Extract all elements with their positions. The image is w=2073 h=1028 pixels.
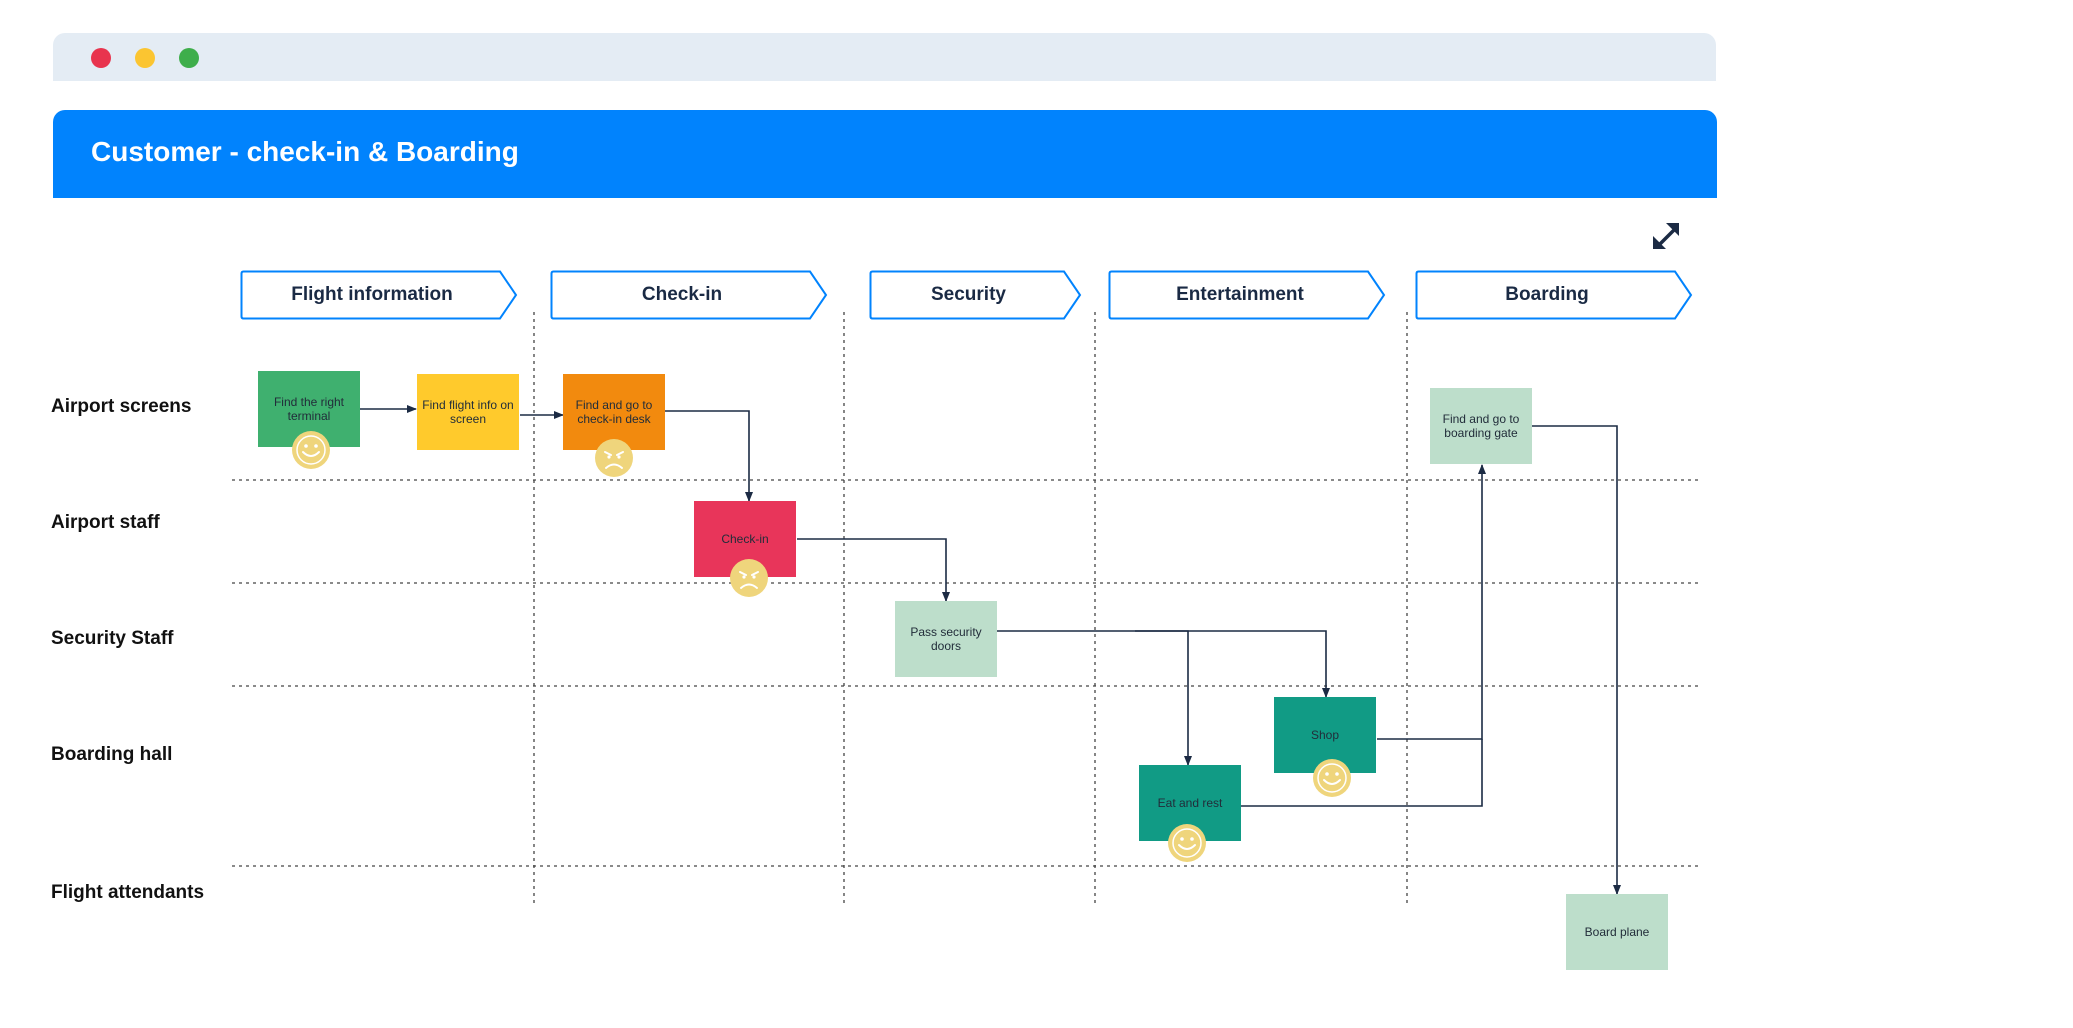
step-find-boarding-gate[interactable]: Find and go to boarding gate — [1430, 388, 1532, 464]
connector-line — [1241, 739, 1483, 807]
connector-arrow — [1135, 630, 1192, 766]
diagram-header: Customer - check-in & Boarding — [53, 110, 1717, 198]
step-board-plane[interactable]: Board plane — [1566, 894, 1668, 970]
step-label: Find and go to boarding gate — [1442, 411, 1520, 440]
phase-label: Entertainment — [1176, 284, 1304, 305]
lane-label-airport-screens: Airport screens — [51, 396, 192, 417]
connector-arrow — [797, 538, 950, 602]
smiley-face-icon — [1167, 823, 1207, 863]
connector-arrow — [1377, 464, 1486, 740]
phase-check-in: Check-in — [550, 270, 828, 320]
connector-arrow — [665, 410, 753, 502]
step-label: Board plane — [1584, 924, 1650, 939]
minimize-window-button[interactable] — [135, 48, 155, 68]
step-find-check-in-desk[interactable]: Find and go to check-in desk — [563, 374, 665, 450]
step-label: Check-in — [721, 531, 769, 546]
window-title-bar — [53, 33, 1716, 81]
step-find-right-terminal[interactable]: Find the right terminal — [258, 371, 360, 447]
angry-face-icon — [594, 438, 634, 478]
close-window-button[interactable] — [91, 48, 111, 68]
connector-arrow — [1532, 425, 1621, 895]
step-label: Find flight info on screen — [422, 397, 514, 426]
step-label: Pass security doors — [910, 624, 982, 653]
phase-flight-information: Flight information — [240, 270, 518, 320]
diagram-title: Customer - check-in & Boarding — [91, 136, 519, 167]
smiley-face-icon — [291, 430, 331, 470]
angry-face-icon — [729, 558, 769, 598]
expand-arrows-icon[interactable] — [1650, 220, 1684, 254]
lane-label-security-staff: Security Staff — [51, 628, 174, 649]
phase-boarding: Boarding — [1415, 270, 1693, 320]
step-shop[interactable]: Shop — [1274, 697, 1376, 773]
step-label: Find the right terminal — [273, 394, 345, 423]
lane-label-boarding-hall: Boarding hall — [51, 744, 173, 765]
step-pass-security-doors[interactable]: Pass security doors — [895, 601, 997, 677]
phase-entertainment: Entertainment — [1108, 270, 1386, 320]
step-find-flight-info[interactable]: Find flight info on screen — [417, 374, 519, 450]
phase-label: Flight information — [291, 284, 453, 305]
phase-label: Boarding — [1505, 284, 1589, 305]
phase-security: Security — [869, 270, 1082, 320]
phase-label: Check-in — [641, 284, 723, 305]
maximize-window-button[interactable] — [179, 48, 199, 68]
lane-label-flight-attendants: Flight attendants — [51, 882, 205, 903]
phase-label: Security — [931, 284, 1006, 305]
smiley-face-icon — [1312, 758, 1352, 798]
lane-label-airport-staff: Airport staff — [51, 512, 160, 533]
step-label: Shop — [1310, 727, 1340, 742]
step-label: Eat and rest — [1157, 795, 1223, 810]
connector-arrow — [997, 630, 1330, 698]
step-label: Find and go to check-in desk — [575, 397, 653, 426]
